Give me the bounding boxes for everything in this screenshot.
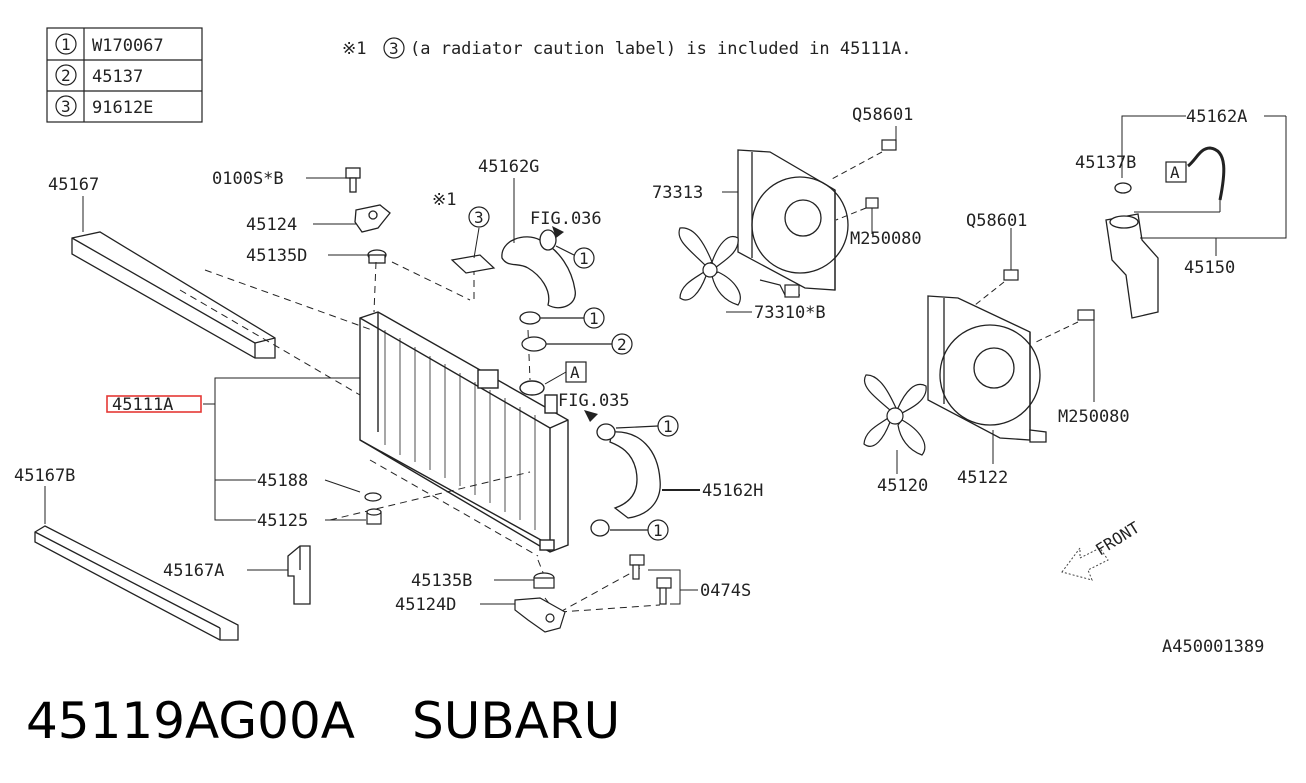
drain-parts	[364, 492, 382, 525]
label-box-a-left: A	[570, 363, 580, 382]
label-45124: 45124	[246, 215, 297, 235]
highlight-box-45111a	[106, 395, 202, 413]
label-73313: 73313	[652, 183, 703, 203]
label-0474s: 0474S	[700, 581, 751, 601]
note-mark: ※1	[342, 39, 366, 59]
label-fig035: FIG.035	[558, 391, 630, 411]
reservoir-tank	[1105, 182, 1159, 319]
upper-mount-parts	[345, 167, 391, 264]
label-45150: 45150	[1184, 258, 1235, 278]
label-45162h: 45162H	[702, 481, 763, 501]
radiator-upper-seal	[71, 231, 276, 359]
callout-1d: 1	[653, 521, 663, 540]
label-45167: 45167	[48, 175, 99, 195]
note-ref: 3	[389, 39, 399, 58]
box-a-right	[1165, 161, 1187, 183]
label-q58601-lower: Q58601	[966, 211, 1027, 231]
legend-num-2: 2	[61, 66, 71, 85]
label-45135b: 45135B	[411, 571, 472, 591]
radiator-lower-seal	[34, 525, 239, 641]
fan-shroud-upper	[737, 149, 849, 291]
clamp-callouts-top	[540, 245, 633, 355]
label-front: FRONT	[1092, 518, 1143, 560]
callout-3: 3	[474, 208, 484, 227]
overflow-hose	[1187, 146, 1226, 201]
note-ref-circle	[383, 37, 405, 59]
label-45124d: 45124D	[395, 595, 456, 615]
callout-1a: 1	[579, 249, 589, 268]
lower-hose	[590, 423, 661, 537]
label-45162g: 45162G	[478, 157, 539, 177]
clamp-callouts-bottom	[610, 415, 679, 541]
label-45111a-bracket	[203, 377, 360, 521]
label-45137b: 45137B	[1075, 153, 1136, 173]
footer-part-number: 45119AG00A	[26, 692, 355, 750]
label-m250080-lower: M250080	[1058, 407, 1130, 427]
diagram-id: A450001389	[1162, 637, 1264, 657]
radiator-side-seal	[287, 545, 311, 605]
caution-label	[450, 254, 496, 274]
callout-1b: 1	[589, 309, 599, 328]
callout-2: 2	[617, 335, 627, 354]
reservoir-leaders	[1121, 115, 1287, 256]
callout-1c: 1	[663, 417, 673, 436]
label-45120: 45120	[877, 476, 928, 496]
legend-num-3: 3	[61, 97, 71, 116]
fan-shroud-lower	[927, 295, 1047, 443]
legend-table	[46, 27, 203, 123]
label-star1: ※1	[432, 190, 456, 210]
legend-part-1: W170067	[92, 36, 164, 56]
fig036-arrow	[552, 226, 564, 238]
label-45188: 45188	[257, 471, 308, 491]
label-45111a: 45111A	[112, 395, 173, 415]
upper-hose	[501, 229, 576, 325]
label-fig036: FIG.036	[530, 209, 602, 229]
label-q58601-upper: Q58601	[852, 105, 913, 125]
note-text: (a radiator caution label) is included i…	[410, 39, 912, 59]
radiator-cap	[521, 336, 547, 352]
front-arrow	[1061, 546, 1109, 581]
label-45162a: 45162A	[1186, 107, 1247, 127]
label-73310: 73310*B	[754, 303, 826, 323]
label-0100s: 0100S*B	[212, 169, 284, 189]
fan-blades-upper	[678, 227, 741, 306]
label-box-a-right: A	[1170, 163, 1180, 182]
fan-blades-lower	[863, 374, 927, 456]
label-45167b: 45167B	[14, 466, 75, 486]
label-45125: 45125	[257, 511, 308, 531]
legend-part-2: 45137	[92, 67, 143, 87]
legend-num-1: 1	[61, 35, 71, 54]
footer-brand: SUBARU	[412, 692, 620, 750]
label-45122: 45122	[957, 468, 1008, 488]
label-45135d: 45135D	[246, 246, 307, 266]
legend-part-3: 91612E	[92, 98, 153, 118]
label-m250080-upper: M250080	[850, 229, 922, 249]
lower-mount-parts	[514, 554, 672, 633]
label-45167a: 45167A	[163, 561, 224, 581]
radiator-core	[359, 311, 569, 553]
fig035-arrow	[584, 410, 598, 422]
